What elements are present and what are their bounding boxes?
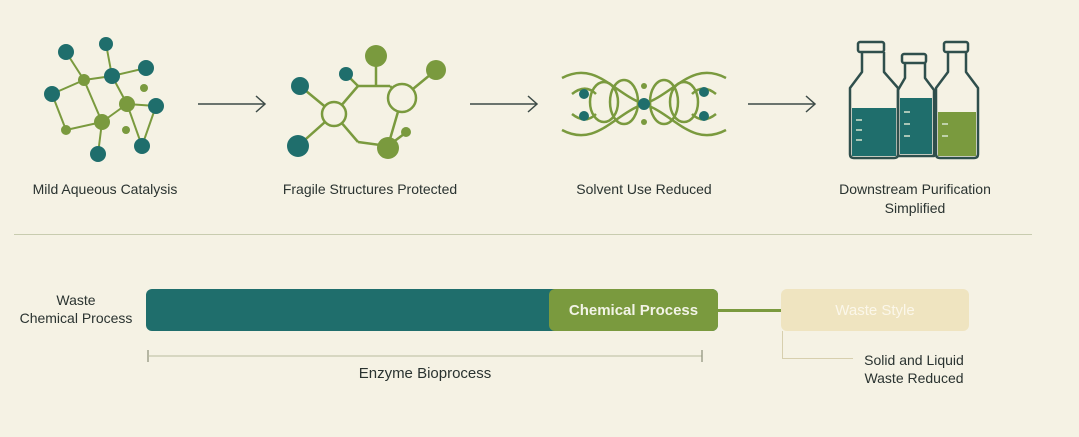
connector-line xyxy=(718,309,782,312)
helix-chain-icon xyxy=(561,71,727,137)
step-label-4: Downstream Purification Simplified xyxy=(839,181,991,216)
step-label-3: Solvent Use Reduced xyxy=(576,181,712,197)
arrow-icon xyxy=(748,95,817,113)
enzyme-bioprocess-label: Enzyme Bioprocess xyxy=(358,365,492,382)
waste-note-leader xyxy=(782,331,853,359)
arrow-icon xyxy=(198,95,267,113)
arrow-icon xyxy=(470,95,539,113)
protected-molecule-icon xyxy=(287,45,446,159)
waste-chemical-process-label: Waste Chemical Process xyxy=(19,292,133,326)
step-label-1: Mild Aqueous Catalysis xyxy=(32,181,178,197)
chemical-process-bar: Chemical Process xyxy=(549,289,718,331)
bottles-icon xyxy=(848,40,980,160)
molecule-network-icon xyxy=(44,37,164,162)
enzyme-bioprocess-bracket xyxy=(147,350,703,362)
waste-style-box: Waste Style xyxy=(781,289,969,331)
section-divider xyxy=(14,234,1032,235)
step-label-2: Fragile Structures Protected xyxy=(282,181,458,197)
waste-reduced-note: Solid and Liquid Waste Reduced xyxy=(864,352,964,386)
